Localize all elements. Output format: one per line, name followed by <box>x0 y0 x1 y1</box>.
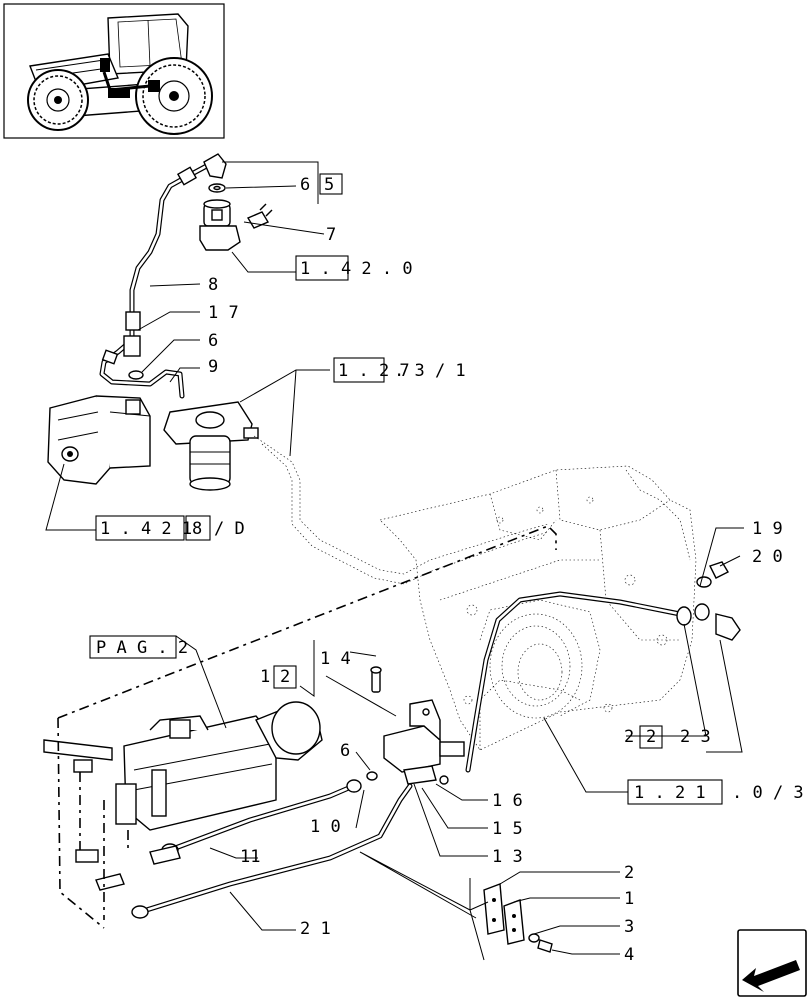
callout-6-b: 6 <box>340 741 350 761</box>
ref-1-21-0: 1 . 2 1 <box>634 783 706 803</box>
control-valve <box>43 701 323 891</box>
hydraulic-pump <box>47 395 151 485</box>
ref-1-42-0: 1 . 4 2 . 0 <box>300 259 413 279</box>
ref-box-1-42-18-sub <box>185 515 211 541</box>
ref-1-42-18-sub: 8 <box>192 519 202 539</box>
callout-1: 1 <box>624 889 634 909</box>
ref-box-1-21-0 <box>627 779 723 805</box>
callout-9: 9 <box>208 357 218 377</box>
callout-3: 3 <box>624 917 634 937</box>
callout-22-b: 2 <box>646 727 656 747</box>
callout-17: 1 7 <box>208 303 239 323</box>
assembly-boundary <box>57 525 557 929</box>
leader-lines <box>45 161 744 955</box>
transmission-housing <box>379 465 697 751</box>
callout-15: 1 5 <box>492 819 523 839</box>
ref-box-1-42-0 <box>295 255 349 281</box>
callout-12-a: 1 <box>260 667 270 687</box>
upper-hydraulic-pipe <box>99 159 217 399</box>
callout-11: 11 <box>240 847 260 867</box>
callout-20: 2 0 <box>752 547 783 567</box>
ref-pag: P A G . 2 <box>96 638 188 658</box>
callout-19: 1 9 <box>752 519 783 539</box>
distributor-block <box>366 666 465 785</box>
callout-65-a: 6 <box>300 175 310 195</box>
callout-21: 2 1 <box>300 919 331 939</box>
ref-1-21-0-tail: . 0 / 3 <box>732 783 804 803</box>
mounting-brackets <box>469 878 553 961</box>
callout-16: 1 6 <box>492 791 523 811</box>
navigation-arrow-icon[interactable] <box>737 929 807 997</box>
ref-1-42-18-tail: / D <box>214 519 245 539</box>
ref-1-27-tail: . 3 / 1 <box>394 361 466 381</box>
callout-4: 4 <box>624 945 634 965</box>
lube-pipe-right <box>465 561 741 773</box>
sensor <box>246 203 273 229</box>
filter-assembly <box>163 401 259 491</box>
pressure-switch <box>199 199 241 251</box>
callout-14: 1 4 <box>320 649 351 669</box>
callout-22-a: 2 <box>624 727 634 747</box>
ref-box-1-27 <box>333 357 385 383</box>
elbow-fitting <box>176 153 227 186</box>
callout-12-b: 2 <box>280 667 290 687</box>
washer-mid <box>128 370 144 380</box>
callout-7: 7 <box>326 225 336 245</box>
callout-23: 2 3 <box>680 727 711 747</box>
tee-fitting <box>101 311 141 365</box>
ref-1-42-18: 1 . 4 2 1 <box>100 519 192 539</box>
ref-box-12 <box>273 665 297 689</box>
ref-box-1-42-18 <box>95 515 185 541</box>
callout-8: 8 <box>208 275 218 295</box>
ref-box-65 <box>319 173 343 195</box>
ref-box-22 <box>639 725 663 749</box>
ref-1-27: 1 . 2 7 <box>338 361 410 381</box>
callout-13: 1 3 <box>492 847 523 867</box>
tractor-thumbnail <box>3 3 225 139</box>
callout-2: 2 <box>624 863 634 883</box>
ref-box-pag <box>89 635 177 659</box>
callout-10: 1 0 <box>310 817 341 837</box>
callout-65-b: 5 <box>324 175 334 195</box>
callout-6-a: 6 <box>208 331 218 351</box>
